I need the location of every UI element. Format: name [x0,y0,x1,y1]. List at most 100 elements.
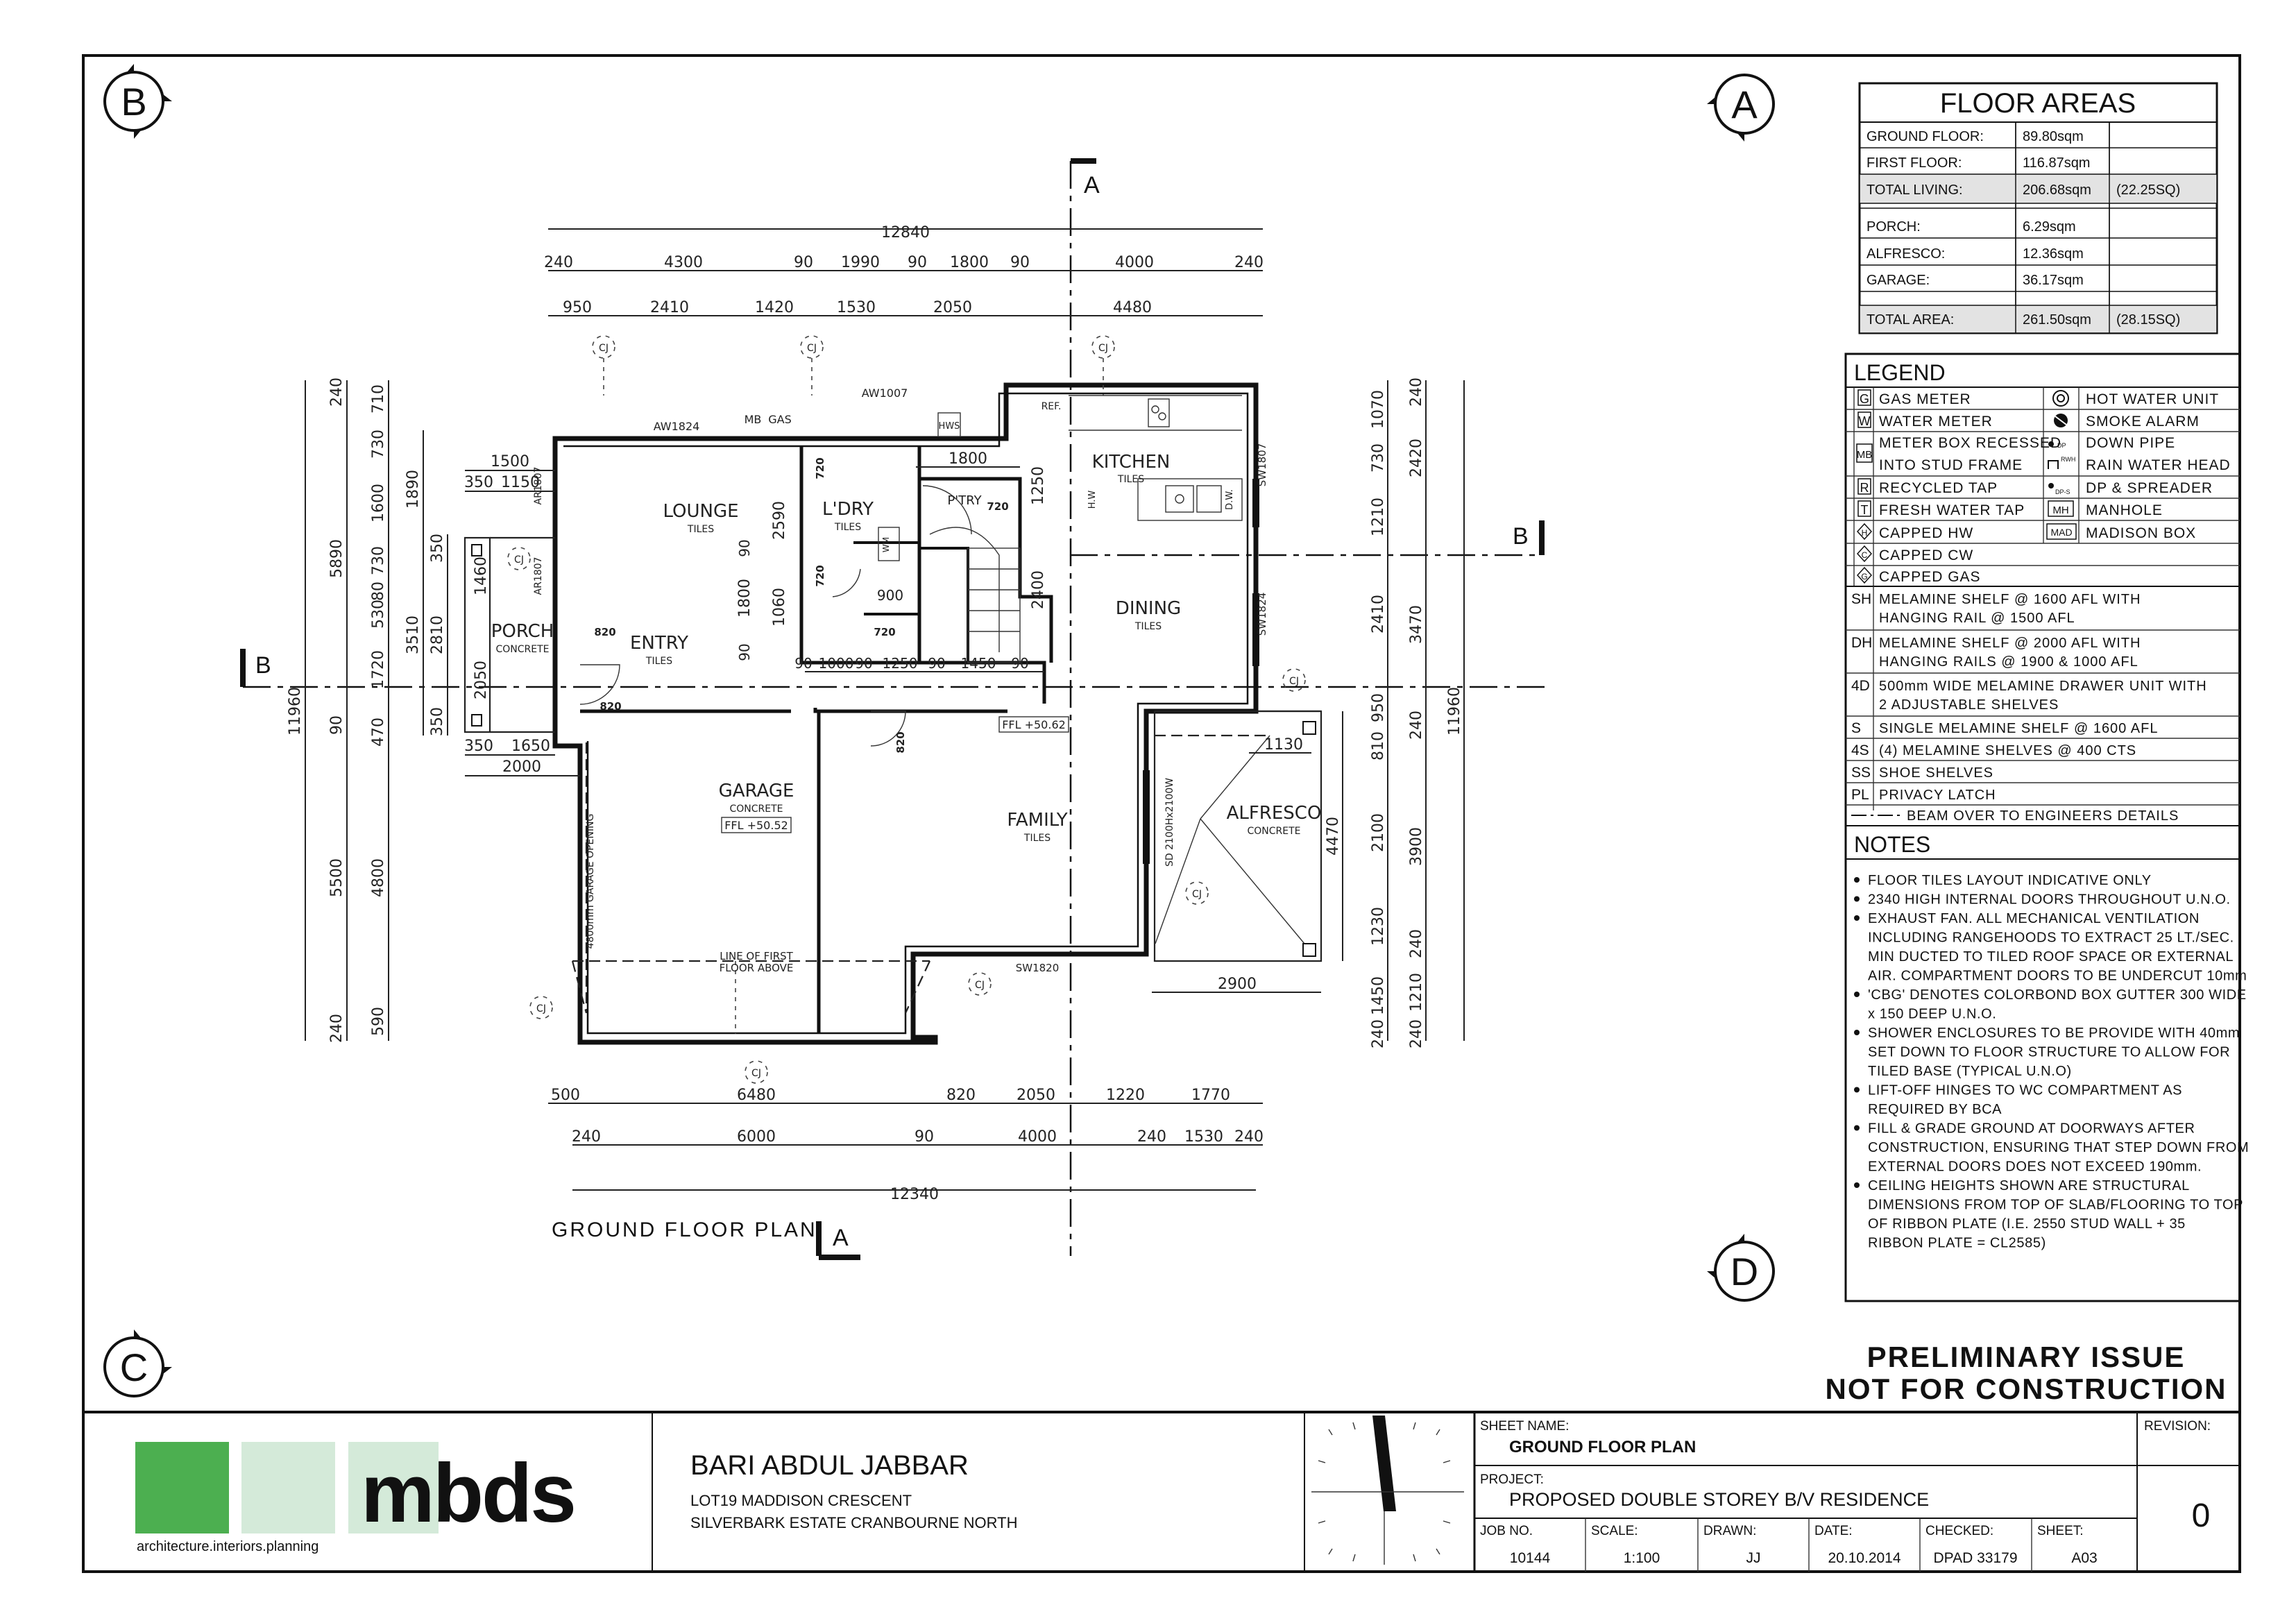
logo-wordmark: mbds [361,1447,575,1540]
dim-left: 470 [370,717,387,747]
window-tag-aw1007: AW1007 [862,386,908,400]
cj-marker: CJ [968,972,992,996]
dim-inner: 1130 [1264,736,1303,754]
grid-marker-c-label: C [120,1345,148,1389]
note-line: SHOWER ENCLOSURES TO BE PROVIDE WITH 40m… [1868,1026,2240,1041]
shelf-code: 4S [1851,742,1869,758]
line-first-floor-2: FLOOR ABOVE [720,962,794,974]
svg-text:CJ: CJ [807,343,817,354]
dim-right: 2100 [1370,813,1387,852]
area-value: 116.87sqm [2023,155,2090,171]
svg-text:CJ: CJ [975,980,985,991]
legend-symbol: MAD [2050,527,2072,538]
dim-left: 1890 [405,470,422,509]
kitchen-bench [1069,395,1243,521]
floor-areas-table: FLOOR AREAS GROUND FLOOR: 89.80sqm FIRST… [1858,82,2218,334]
grid-marker-c: C [103,1329,172,1397]
note-line: x 150 DEEP U.N.O. [1868,1007,1996,1022]
garage-opening-tag: 4800mm GARAGE OPENING [585,814,596,949]
door-pantry-720: 720 [987,500,1008,513]
note-line: SET DOWN TO FLOOR STRUCTURE TO ALLOW FOR [1868,1045,2230,1060]
floor-plan [464,382,1323,1045]
window-tag-aw1824: AW1824 [654,420,700,433]
grid-marker-b: B [103,64,172,139]
dim-inner: 1800 [736,579,754,618]
dp-spreader-icon [2048,483,2054,488]
dim-inner: 1650 [511,738,550,755]
dim-bottom: 240 [1137,1128,1166,1146]
external-walls [552,382,1259,1045]
legend-label: METER BOX RECESSED [1879,435,2061,451]
legend-panel: LEGEND G GAS METER HOT WATER UNIT W WATE… [1844,352,2249,1302]
dimensions-left: 11960 240 5890 90 5500 240 710 730 1600 … [287,377,448,1043]
client-name: BARI ABDUL JABBAR [690,1450,969,1481]
room-name-laundry: L'DRY [822,499,874,520]
area-squares: (28.15SQ) [2116,312,2180,328]
project-label: PROJECT: [1480,1472,1544,1487]
dim-bottom: 240 [572,1128,601,1146]
door-laundry-720-b: 720 [814,565,826,586]
legend-label: RECYCLED TAP [1879,480,1998,496]
dim-inner: 90 [855,655,872,672]
section-line-b: B B [240,520,1547,688]
dim-top: 1420 [755,299,794,316]
dim-left: 3510 [405,615,422,654]
note-bullet [1854,915,1860,921]
dim-inner: 1460 [473,556,490,595]
hws-tag: HWS [939,421,960,432]
room-finish-dining: TILES [1134,621,1162,632]
legend-symbol: MH [2052,504,2068,516]
dim-left: 240 [328,1014,346,1043]
legend-heading: LEGEND [1854,360,1946,385]
cj-marker: CJ [745,1060,768,1084]
dim-left: 5890 [328,539,346,578]
dim-left: 5500 [328,858,346,897]
window-tag-ar1807-a: AR1807 [533,467,544,505]
dimensions-bottom: 500 6480 820 2050 1220 1770 240 6000 90 … [548,1087,1264,1203]
grid-marker-d-label: D [1730,1250,1758,1293]
legend-label: HOT WATER UNIT [2086,391,2219,407]
note-line: AIR. COMPARTMENT DOORS TO BE UNDERCUT 10… [1868,969,2247,984]
dim-inner: 2590 [771,501,788,540]
plan-title: GROUND FLOOR PLAN [552,1218,817,1241]
room-name-porch: PORCH [491,621,554,642]
shelf-desc: PRIVACY LATCH [1879,788,1996,803]
dim-left: 350 [429,534,446,563]
preliminary-stamp-line2: NOT FOR CONSTRUCTION [1826,1373,2227,1405]
dim-inner: 1250 [883,655,918,672]
legend-label: CAPPED HW [1879,525,1973,541]
legend-symbol: T [1861,503,1869,517]
dishwasher-tag: D.W. [1225,489,1235,510]
dim-right: 240 [1370,1019,1387,1048]
note-line: DIMENSIONS FROM TOP OF SLAB/FLOORING TO … [1868,1198,2243,1213]
dim-right: 3900 [1408,827,1425,866]
window-tag-sw1824: SW1824 [1256,593,1268,636]
note-bullet [1854,1182,1860,1188]
dim-left: 240 [328,377,346,407]
dim-left: 90 [328,715,346,735]
note-bullet [1854,992,1860,997]
dim-inner: 1060 [771,588,788,627]
dim-bottom: 2050 [1017,1087,1055,1104]
grid-marker-a: A [1707,74,1775,142]
note-line: LIFT-OFF HINGES TO WC COMPARTMENT AS [1868,1083,2182,1098]
shelf-code: SS [1851,765,1871,781]
room-name-family: FAMILY [1007,810,1067,831]
dim-right: 810 [1370,731,1387,760]
field-label: CHECKED: [1925,1524,1993,1538]
shelf-desc: MELAMINE SHELF @ 1600 AFL WITH [1879,592,2141,607]
address-line-2: SILVERBARK ESTATE CRANBOURNE NORTH [690,1514,1017,1531]
svg-text:CJ: CJ [514,554,524,566]
dim-bottom: 6000 [737,1128,776,1146]
note-line: OF RIBBON PLATE (I.E. 2550 STUD WALL + 3… [1868,1216,2186,1232]
dim-bottom: 500 [551,1087,580,1104]
fridge-tag: REF. [1041,401,1062,412]
door-laundry-720-a: 720 [814,457,826,479]
legend-label: DOWN PIPE [2086,435,2175,451]
svg-text:CJ: CJ [599,343,609,354]
field-label: SHEET: [2037,1524,2084,1538]
room-finish-kitchen: TILES [1117,474,1144,485]
shelf-code: PL [1851,787,1869,803]
dimensions-inner: 1500 350 1150 1460 2050 350 1650 2000 25… [464,450,1321,993]
